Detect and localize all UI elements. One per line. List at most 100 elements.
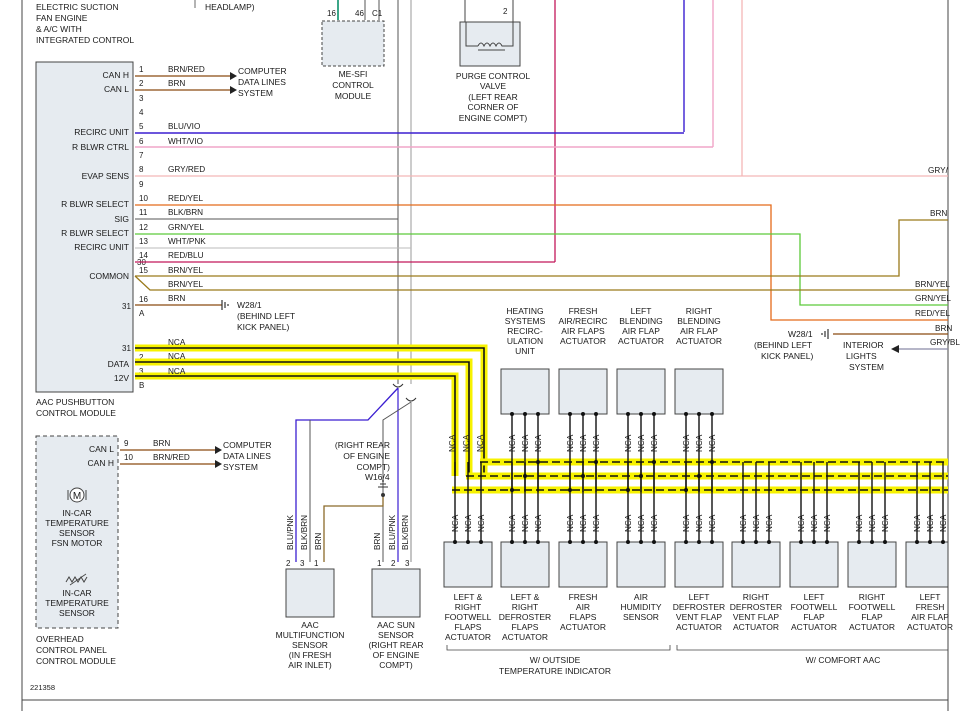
svg-text:NCA: NCA — [926, 514, 935, 532]
svg-text:AAC: AAC — [301, 620, 318, 630]
aac-cdl-label: COMPUTER DATA LINES SYSTEM — [238, 66, 287, 98]
svg-text:NCA: NCA — [708, 514, 717, 532]
svg-text:2: 2 — [286, 559, 291, 568]
svg-text:NCA: NCA — [797, 514, 806, 532]
svg-text:BRN: BRN — [168, 294, 185, 303]
svg-text:LIGHTS: LIGHTS — [846, 351, 877, 361]
svg-text:(LEFT REAR: (LEFT REAR — [468, 92, 517, 102]
svg-text:IN-CAR: IN-CAR — [62, 508, 91, 518]
svg-text:7: 7 — [139, 151, 144, 160]
aac-multifunction-sensor: BLU/PNK BLK/BRN BRN 2 3 1 AAC MULTIFUNCT… — [276, 514, 345, 670]
svg-text:COMPT): COMPT) — [356, 462, 390, 472]
svg-text:FLAPS: FLAPS — [455, 622, 482, 632]
svg-text:NCA: NCA — [739, 514, 748, 532]
fsn-motor: M IN-CAR TEMPERATURE SENSOR FSN MOTOR — [45, 487, 109, 548]
svg-text:ENGINE COMPT): ENGINE COMPT) — [459, 113, 528, 123]
svg-text:BLU/PNK: BLU/PNK — [286, 514, 295, 550]
svg-text:1: 1 — [139, 65, 144, 74]
svg-text:AIR/RECIRC: AIR/RECIRC — [558, 316, 607, 326]
svg-text:CONTROL PANEL: CONTROL PANEL — [36, 645, 107, 655]
svg-text:4: 4 — [139, 108, 144, 117]
svg-text:8: 8 — [139, 165, 144, 174]
svg-text:NCA: NCA — [508, 514, 517, 532]
right-ground: W28/1 (BEHIND LEFT KICK PANEL) — [754, 329, 948, 361]
svg-text:R BLWR SELECT: R BLWR SELECT — [61, 228, 129, 238]
svg-text:AIR FLAP: AIR FLAP — [622, 326, 660, 336]
svg-text:DEFROSTER: DEFROSTER — [499, 612, 551, 622]
svg-text:ACTUATOR: ACTUATOR — [560, 336, 606, 346]
svg-text:COMPUTER: COMPUTER — [223, 440, 272, 450]
aac-wire-colors: BRN/RED BRN BLU/VIO WHT/VIO GRY/RED RED/… — [168, 65, 206, 376]
overhead-module-box — [35, 435, 119, 629]
svg-text:ACTUATOR: ACTUATOR — [849, 622, 895, 632]
svg-text:NCA: NCA — [855, 514, 864, 532]
svg-text:OVERHEAD: OVERHEAD — [36, 634, 84, 644]
svg-text:ULATION: ULATION — [507, 336, 543, 346]
pcm-title: ELECTRIC SUCTION FAN ENGINE & A/C WITH I… — [36, 2, 134, 45]
svg-text:GRN/YEL: GRN/YEL — [168, 223, 204, 232]
svg-text:31: 31 — [122, 302, 131, 311]
svg-text:NCA: NCA — [765, 514, 774, 532]
svg-text:COMMON: COMMON — [89, 271, 129, 281]
svg-text:OF ENGINE: OF ENGINE — [373, 650, 420, 660]
svg-text:10: 10 — [124, 453, 133, 462]
svg-text:B: B — [139, 381, 144, 390]
svg-text:RIGHT: RIGHT — [512, 602, 538, 612]
svg-text:BLK/BRN: BLK/BRN — [300, 515, 309, 550]
svg-text:RED/YEL: RED/YEL — [915, 309, 950, 318]
svg-text:NCA: NCA — [579, 434, 588, 452]
svg-text:BRN: BRN — [153, 439, 170, 448]
svg-text:RECIRC-: RECIRC- — [507, 326, 543, 336]
svg-text:W28/1: W28/1 — [237, 300, 262, 310]
mesfi-control-module: 16 46 C1 ME-SFI CONTROL MODULE — [321, 0, 385, 101]
svg-text:MODULE: MODULE — [335, 91, 372, 101]
svg-text:FRESH: FRESH — [569, 592, 598, 602]
svg-text:BLU/VIO: BLU/VIO — [168, 122, 200, 131]
svg-text:W16/4: W16/4 — [365, 472, 390, 482]
svg-text:KICK PANEL): KICK PANEL) — [237, 322, 289, 332]
svg-text:CAN H: CAN H — [88, 458, 114, 468]
svg-text:ACTUATOR: ACTUATOR — [502, 632, 548, 642]
svg-text:SYSTEM: SYSTEM — [849, 362, 884, 372]
svg-text:BRN: BRN — [168, 79, 185, 88]
svg-text:NCA: NCA — [477, 514, 486, 532]
svg-text:BLU/PNK: BLU/PNK — [388, 514, 397, 550]
svg-text:BRN/YEL: BRN/YEL — [168, 280, 203, 289]
svg-text:2: 2 — [139, 79, 144, 88]
svg-text:SENSOR: SENSOR — [623, 612, 659, 622]
svg-text:WHT/VIO: WHT/VIO — [168, 137, 203, 146]
svg-text:NCA: NCA — [752, 514, 761, 532]
svg-text:15: 15 — [139, 266, 148, 275]
svg-text:ACTUATOR: ACTUATOR — [618, 336, 664, 346]
svg-text:FLAPS: FLAPS — [512, 622, 539, 632]
svg-text:NCA: NCA — [579, 514, 588, 532]
svg-text:NCA: NCA — [462, 434, 471, 452]
svg-text:TEMPERATURE: TEMPERATURE — [45, 518, 109, 528]
svg-text:INTEGRATED CONTROL: INTEGRATED CONTROL — [36, 35, 134, 45]
svg-text:DATA LINES: DATA LINES — [238, 77, 286, 87]
svg-text:SYSTEM: SYSTEM — [238, 88, 273, 98]
svg-text:SENSOR: SENSOR — [378, 630, 414, 640]
svg-text:CAN H: CAN H — [103, 70, 129, 80]
svg-text:VALVE: VALVE — [480, 81, 506, 91]
svg-text:LEFT: LEFT — [689, 592, 710, 602]
svg-text:NCA: NCA — [939, 514, 948, 532]
svg-text:RIGHT: RIGHT — [743, 592, 769, 602]
svg-text:BRN: BRN — [935, 324, 952, 333]
svg-text:NCA: NCA — [451, 514, 460, 532]
svg-text:9: 9 — [124, 439, 129, 448]
aac-wiring — [134, 72, 948, 476]
svg-text:9: 9 — [139, 180, 144, 189]
svg-text:BRN/YEL: BRN/YEL — [915, 280, 950, 289]
svg-text:NCA: NCA — [624, 514, 633, 532]
svg-text:FRESH: FRESH — [569, 306, 598, 316]
svg-text:FLAP: FLAP — [861, 612, 883, 622]
svg-text:AIR FLAPS: AIR FLAPS — [561, 326, 605, 336]
svg-text:31: 31 — [122, 344, 131, 353]
svg-text:ACTUATOR: ACTUATOR — [907, 622, 953, 632]
svg-text:(RIGHT REAR: (RIGHT REAR — [368, 640, 423, 650]
svg-text:12: 12 — [139, 223, 148, 232]
